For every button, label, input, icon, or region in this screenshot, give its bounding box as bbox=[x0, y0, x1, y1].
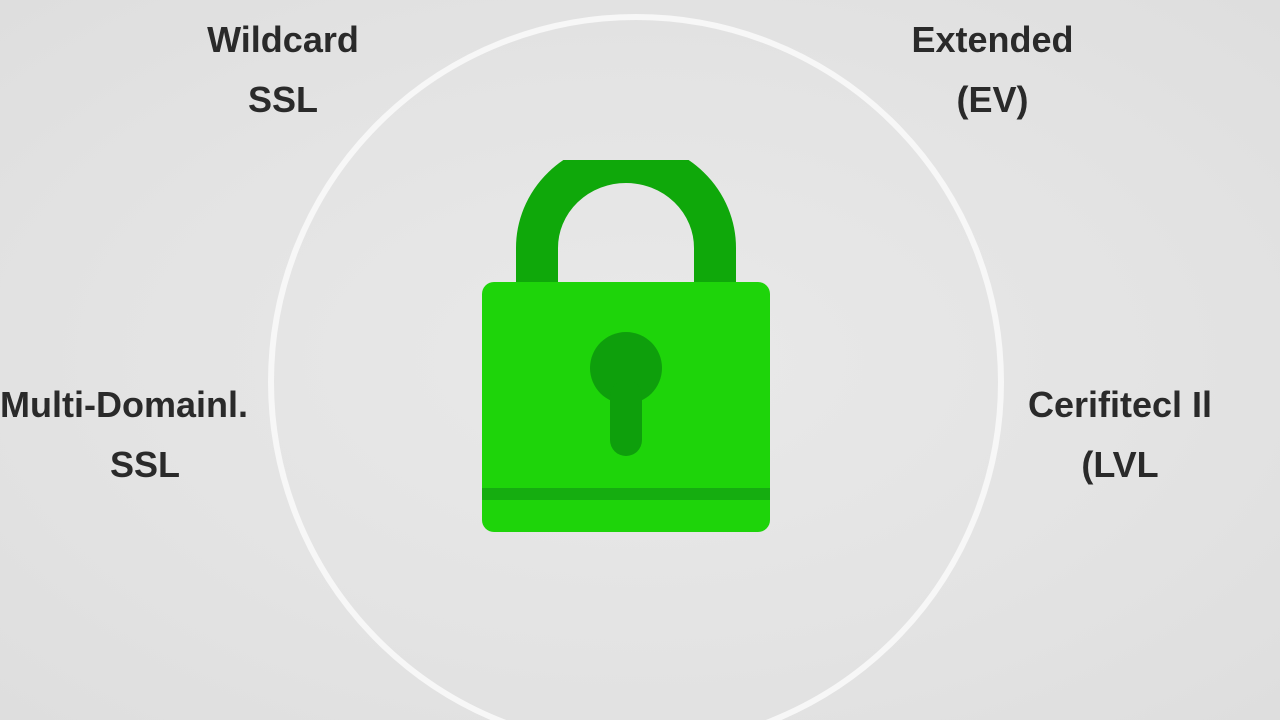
label-cert-line2: (LVL bbox=[1081, 444, 1159, 485]
padlock-icon bbox=[482, 160, 770, 532]
padlock-shackle bbox=[516, 160, 736, 284]
keyhole-slot bbox=[610, 380, 642, 456]
label-extended-line1: Extended bbox=[911, 19, 1074, 60]
label-multi-line1: Multi-Domainl. bbox=[0, 384, 248, 425]
label-extended-line2: (EV) bbox=[956, 79, 1029, 120]
label-multi-domain-ssl: Multi-Domainl. SSL bbox=[0, 375, 290, 495]
keyhole-circle bbox=[590, 332, 662, 404]
label-extended-ev: Extended (EV) bbox=[880, 10, 1105, 130]
label-cert-line1: Cerifitecl Il bbox=[1027, 384, 1213, 425]
center-circle bbox=[268, 14, 1004, 720]
label-wildcard-line2: SSL bbox=[247, 79, 318, 120]
label-certified-lvl: Cerifitecl Il (LVL bbox=[1000, 375, 1240, 495]
padlock-bottom-band bbox=[482, 488, 770, 500]
label-wildcard-ssl: Wildcard SSL bbox=[178, 10, 388, 130]
label-multi-line2: SSL bbox=[109, 444, 180, 485]
label-wildcard-line1: Wildcard bbox=[207, 19, 359, 60]
